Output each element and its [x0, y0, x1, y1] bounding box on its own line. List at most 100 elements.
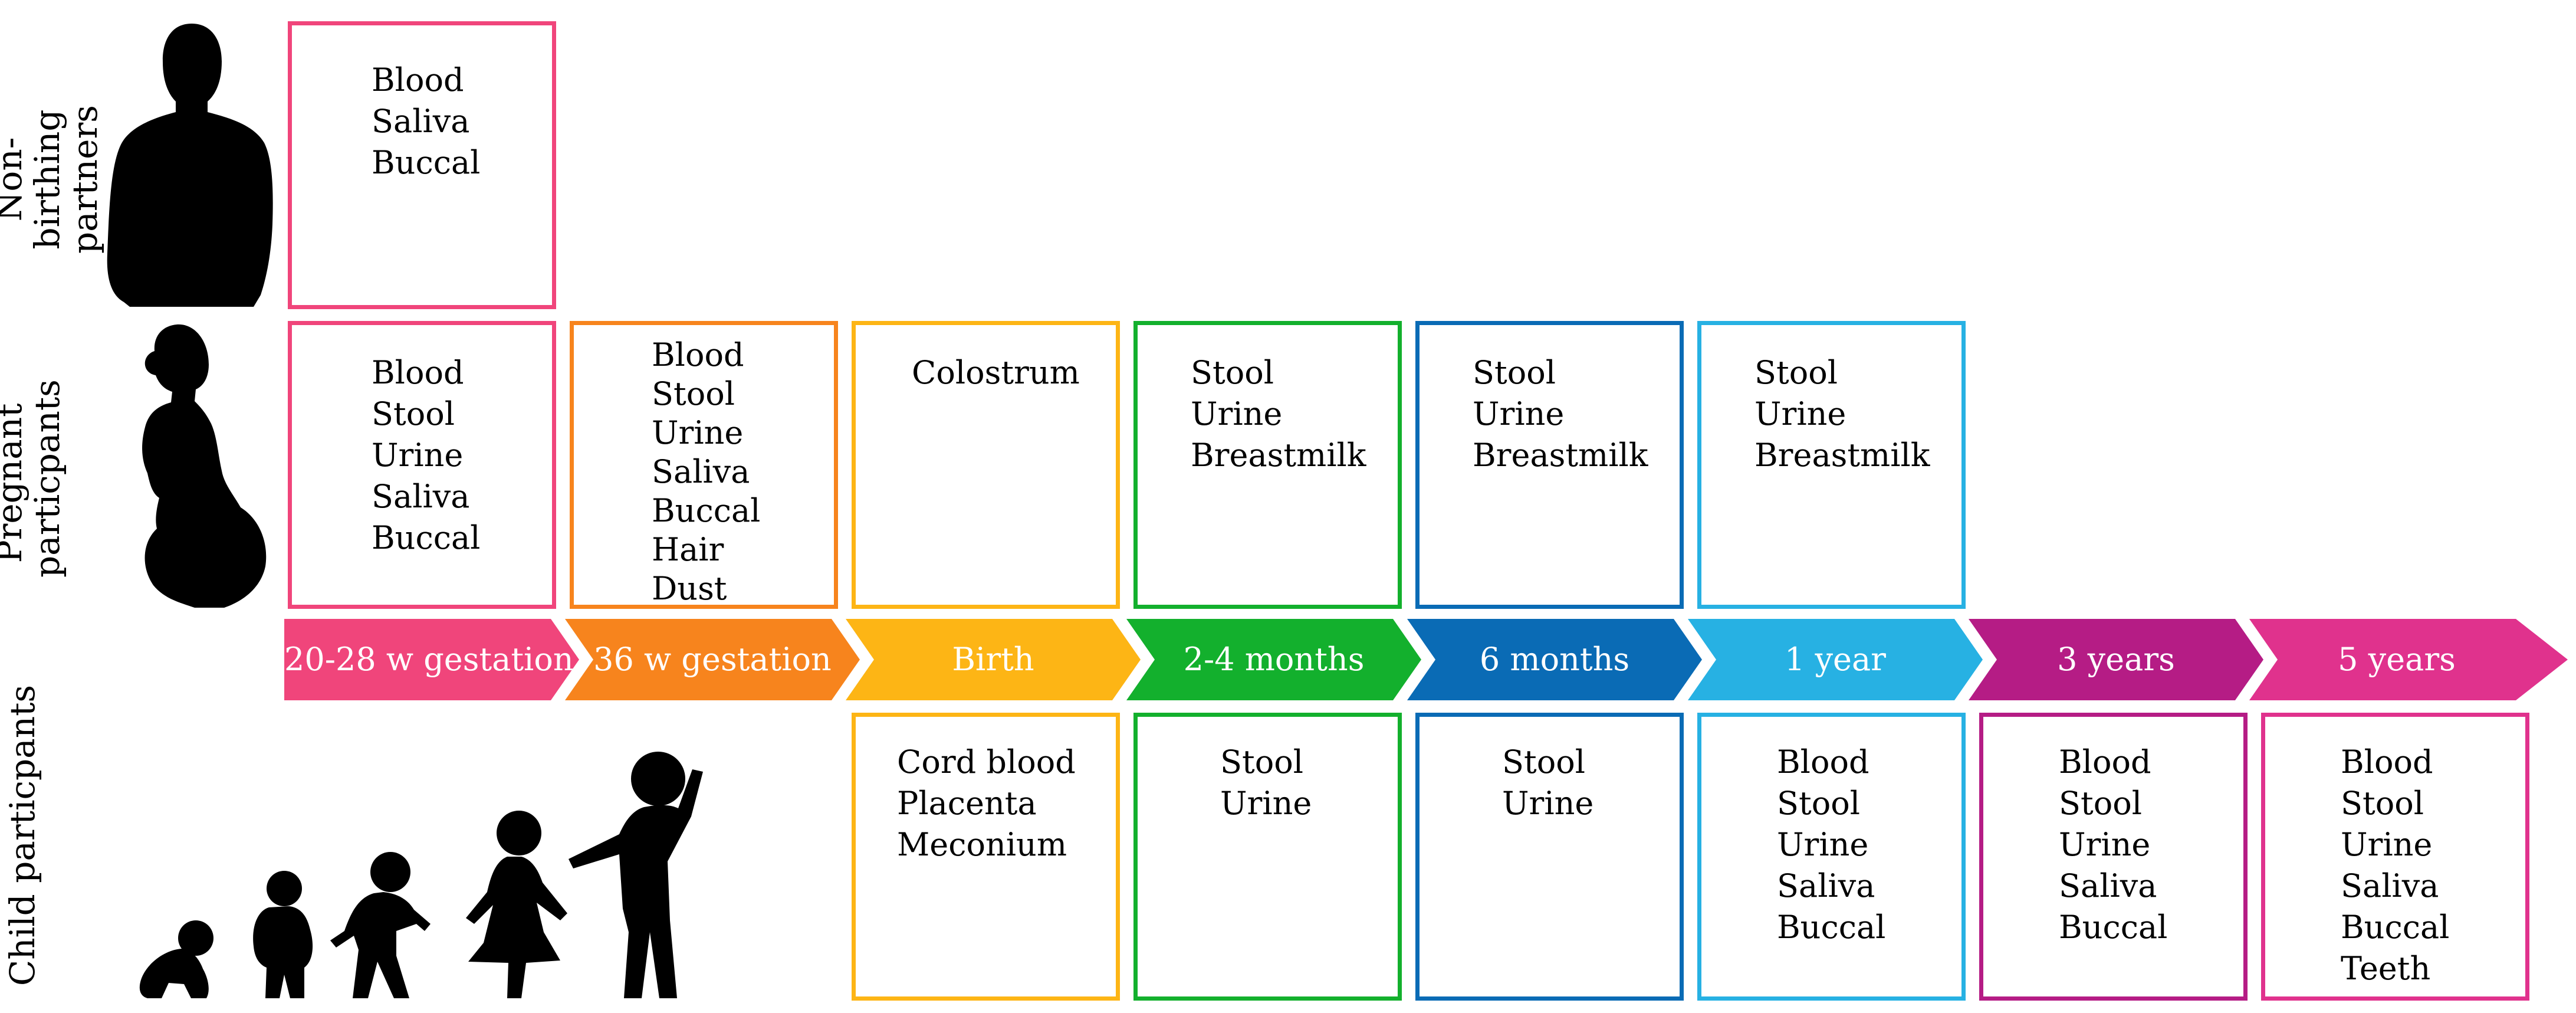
child-growth-silhouettes-icon [139, 752, 703, 998]
chevron-shape [1688, 619, 1983, 700]
child-box-birth: Cord blood Placenta Meconium [852, 713, 1120, 1001]
timeline-stage-5y: 5 years [2249, 619, 2568, 700]
child-box-1y: Blood Stool Urine Saliva Buccal [1697, 713, 1966, 1001]
child-sample-list: Blood Stool Urine Saliva Buccal [1777, 742, 1885, 948]
chevron-shape [1969, 619, 2263, 700]
sample-item: Stool [1754, 354, 1838, 391]
sample-item: Hair [652, 531, 724, 568]
sample-item: Saliva [652, 453, 750, 490]
pregnant-sample-list: Stool Urine Breastmilk [1473, 352, 1648, 476]
sample-item: Blood [372, 354, 464, 391]
pregnant-woman-silhouette-icon [142, 324, 267, 608]
sample-item: Stool [1191, 354, 1274, 391]
sample-item: Saliva [2341, 867, 2439, 904]
sample-item: Urine [1754, 395, 1846, 432]
row-label-pregnant-text: Pregnant particpants [0, 379, 67, 578]
sample-item: Blood [652, 336, 744, 373]
sample-item: Stool [372, 395, 455, 432]
row-label-pregnant: Pregnant particpants [0, 353, 67, 613]
chevron-shape [565, 619, 860, 700]
child-sample-list: Blood Stool Urine Saliva Buccal Teeth [2341, 742, 2449, 989]
chevron-shape [2249, 619, 2568, 700]
row-label-partners-text: Non-birthing partners [0, 105, 105, 254]
sample-item: Urine [652, 414, 744, 451]
sample-item: Saliva [372, 103, 470, 140]
child-sample-list: Stool Urine [1220, 742, 1312, 824]
sample-item: Saliva [372, 478, 470, 515]
partner-sample-list: Blood Saliva Buccal [372, 60, 480, 183]
sample-item: Urine [1777, 826, 1869, 863]
sample-item: Breastmilk [1754, 437, 1930, 474]
timeline-label: 2-4 months [1183, 641, 1365, 678]
chevron-shape [1407, 619, 1702, 700]
row-label-child-text: Child particpants [2, 684, 42, 986]
pregnant-box-36w: Blood Stool Urine Saliva Buccal Hair Dus… [570, 321, 838, 609]
sample-item: Stool [2341, 785, 2424, 822]
pregnant-sample-list: Colostrum [912, 352, 1080, 394]
sample-item: Buccal [372, 144, 481, 181]
sample-item: Saliva [2059, 867, 2157, 904]
sample-item: Buccal [2341, 909, 2450, 946]
sample-item: Stool [1502, 743, 1585, 781]
sample-item: Stool [1473, 354, 1556, 391]
timeline-stage-36w: 36 w gestation [565, 619, 860, 700]
pregnant-sample-list: Stool Urine Breastmilk [1754, 352, 1930, 476]
sample-item: Dust [652, 570, 727, 607]
pregnant-box-6m: Stool Urine Breastmilk [1415, 321, 1684, 609]
sample-item: Urine [1473, 395, 1565, 432]
timeline-label: 36 w gestation [593, 641, 832, 678]
chevron-shape [846, 619, 1141, 700]
timeline-stage-2-4m: 2-4 months [1126, 619, 1421, 700]
timeline-stage-birth: Birth [846, 619, 1141, 700]
pregnant-sample-list: Blood Stool Urine Saliva Buccal [372, 352, 480, 559]
sample-item: Blood [1777, 743, 1869, 781]
child-box-2-4m: Stool Urine [1133, 713, 1402, 1001]
sample-item: Saliva [1777, 867, 1875, 904]
sample-item: Colostrum [912, 354, 1080, 391]
sample-item: Blood [372, 61, 464, 99]
timeline-stage-3y: 3 years [1969, 619, 2263, 700]
sample-item: Meconium [897, 826, 1067, 863]
sample-item: Buccal [1777, 909, 1886, 946]
sample-item: Teeth [2341, 950, 2431, 987]
timeline-label: 1 year [1785, 641, 1886, 678]
child-sample-list: Cord blood Placenta Meconium [897, 742, 1076, 866]
child-box-5y: Blood Stool Urine Saliva Buccal Teeth [2261, 713, 2529, 1001]
timeline-label: 20-28 w gestation [284, 641, 574, 678]
child-sample-list: Stool Urine [1502, 742, 1593, 824]
sample-item: Blood [2059, 743, 2151, 781]
sample-item: Buccal [652, 492, 761, 529]
pregnant-box-2-4m: Stool Urine Breastmilk [1133, 321, 1402, 609]
timeline-stage-6m: 6 months [1407, 619, 1702, 700]
child-sample-list: Blood Stool Urine Saliva Buccal [2059, 742, 2167, 948]
sample-item: Stool [652, 375, 735, 412]
timeline-label: Birth [952, 641, 1034, 678]
sample-item: Urine [1502, 785, 1594, 822]
pregnant-sample-list: Blood Stool Urine Saliva Buccal Hair Dus… [652, 336, 760, 608]
sample-item: Buccal [372, 519, 481, 556]
pregnant-box-20-28w: Blood Stool Urine Saliva Buccal [288, 321, 556, 609]
timeline-label: 3 years [2057, 641, 2175, 678]
sample-item: Urine [372, 437, 464, 474]
sample-item: Breastmilk [1473, 437, 1648, 474]
sample-item: Stool [2059, 785, 2142, 822]
row-label-child: Child particpants [2, 676, 46, 995]
sample-item: Urine [1220, 785, 1312, 822]
sample-item: Buccal [2059, 909, 2168, 946]
sample-item: Blood [2341, 743, 2433, 781]
chevron-shape [284, 619, 579, 700]
pregnant-box-1y: Stool Urine Breastmilk [1697, 321, 1966, 609]
sample-item: Urine [1191, 395, 1283, 432]
timeline-stage-1y: 1 year [1688, 619, 1983, 700]
sample-item: Placenta [897, 785, 1037, 822]
pregnant-box-birth: Colostrum [852, 321, 1120, 609]
timeline-label: 5 years [2338, 641, 2456, 678]
partner-box-20-28w: Blood Saliva Buccal [288, 21, 556, 309]
sample-item: Urine [2341, 826, 2433, 863]
sample-item: Cord blood [897, 743, 1076, 781]
sample-item: Urine [2059, 826, 2151, 863]
row-label-partners: Non-birthing partners [0, 50, 105, 309]
man-silhouette-icon [107, 24, 273, 307]
pregnant-sample-list: Stool Urine Breastmilk [1191, 352, 1366, 476]
sample-item: Stool [1220, 743, 1303, 781]
